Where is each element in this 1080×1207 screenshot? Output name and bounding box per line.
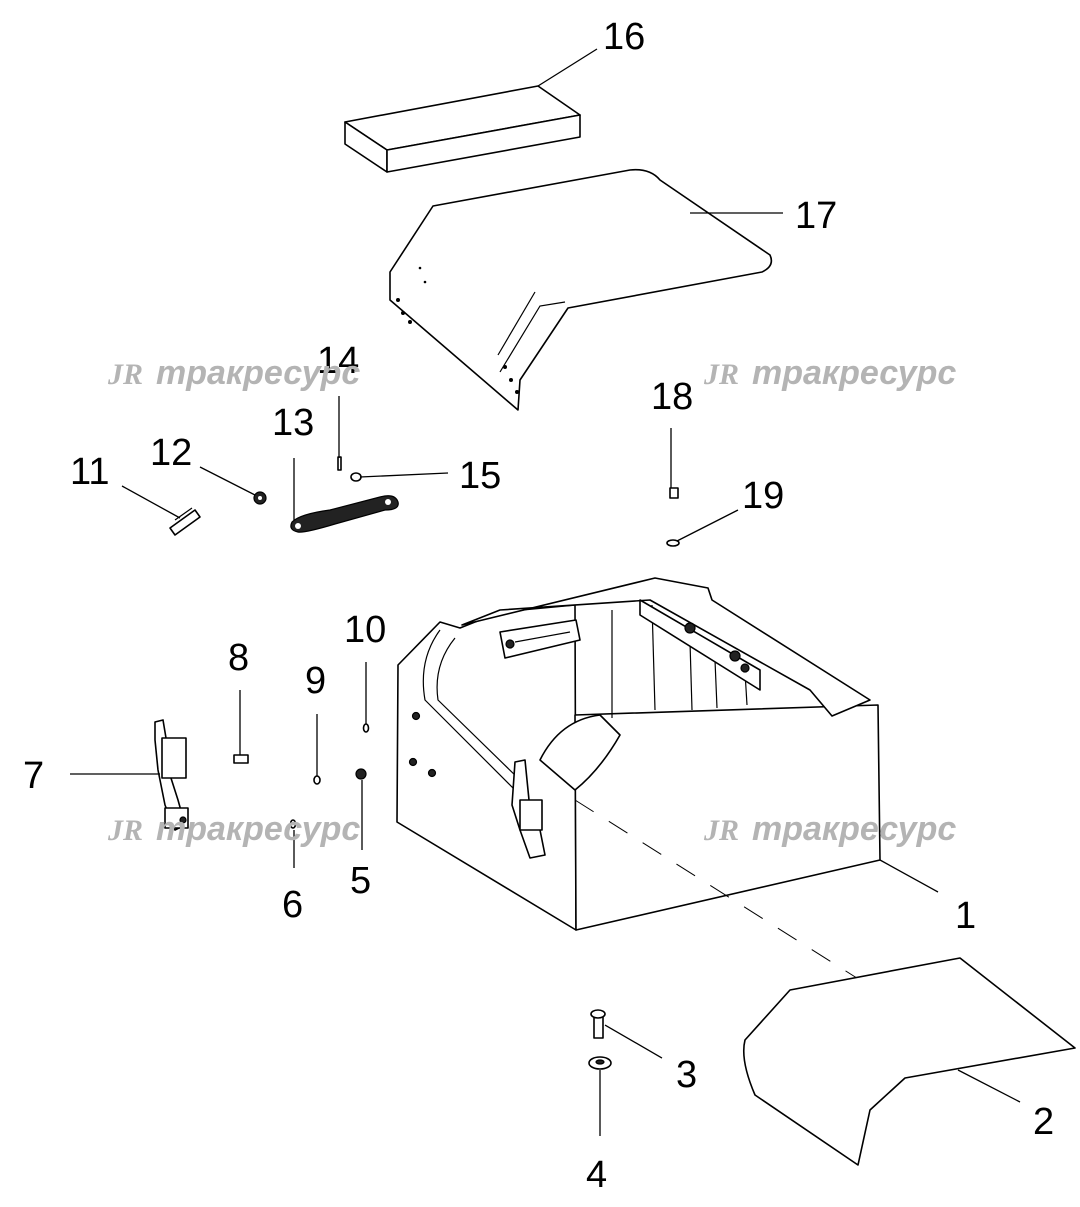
part-5-nut — [355, 768, 367, 780]
assembly-guide-line — [574, 799, 861, 981]
part-7-latch — [154, 719, 189, 831]
watermark-top-left: JR тракресурс — [107, 354, 360, 392]
watermark-logo: JR — [703, 358, 739, 391]
callout-9: 9 — [305, 660, 326, 702]
part-11-plate — [169, 507, 201, 536]
callout-15: 15 — [459, 455, 501, 497]
callout-12: 12 — [150, 432, 192, 474]
part-15-clip — [350, 472, 362, 482]
watermark-logo: JR — [703, 814, 739, 847]
callout-13: 13 — [272, 402, 314, 444]
watermark-top-right: JR тракресурс — [703, 354, 956, 392]
callout-8: 8 — [228, 637, 249, 679]
watermark-text: тракресурс — [752, 354, 956, 392]
part-10-pin — [362, 723, 370, 733]
part-19-washer — [666, 539, 680, 547]
callout-6: 6 — [282, 884, 303, 926]
watermark-text: тракресурс — [752, 810, 956, 848]
part-12-grommet — [253, 491, 267, 505]
watermark-bottom-left: JR тракресурс — [107, 810, 360, 848]
callout-18: 18 — [651, 376, 693, 418]
part-9-washer — [313, 775, 321, 785]
callout-11: 11 — [70, 451, 109, 493]
callout-17: 17 — [795, 195, 837, 237]
part-8-screw — [233, 754, 249, 764]
part-14-pin — [337, 456, 342, 471]
part-1-housing — [396, 577, 881, 931]
watermark-logo: JR — [107, 814, 143, 847]
callout-5: 5 — [350, 860, 371, 902]
watermark-bottom-right: JR тракресурс — [703, 810, 956, 848]
part-3-bolt — [590, 1009, 606, 1039]
watermark-text: тракресурс — [156, 354, 360, 392]
callout-3: 3 — [676, 1054, 697, 1096]
callout-10: 10 — [344, 609, 386, 651]
leader-lines — [70, 48, 1021, 1136]
part-18-bolt — [669, 487, 679, 499]
part-13-link-bar — [290, 495, 399, 533]
callout-14: 14 — [317, 340, 359, 382]
part-2-lower-cover — [742, 957, 1076, 1166]
part-16-cushion — [344, 85, 581, 173]
part-6-pin — [289, 819, 297, 829]
callout-7: 7 — [23, 755, 44, 797]
watermark-logo: JR — [107, 358, 143, 391]
callout-labels: 1 2 3 4 5 6 7 8 9 10 11 12 13 14 15 16 1… — [23, 16, 1054, 1196]
part-17-upper-cover — [389, 168, 773, 411]
part-4-washer — [588, 1056, 612, 1070]
callout-19: 19 — [742, 475, 784, 517]
callout-16: 16 — [603, 16, 645, 58]
callout-1: 1 — [955, 895, 976, 937]
callout-4: 4 — [586, 1154, 607, 1196]
callout-2: 2 — [1033, 1101, 1054, 1143]
watermark-text: тракресурс — [156, 810, 360, 848]
